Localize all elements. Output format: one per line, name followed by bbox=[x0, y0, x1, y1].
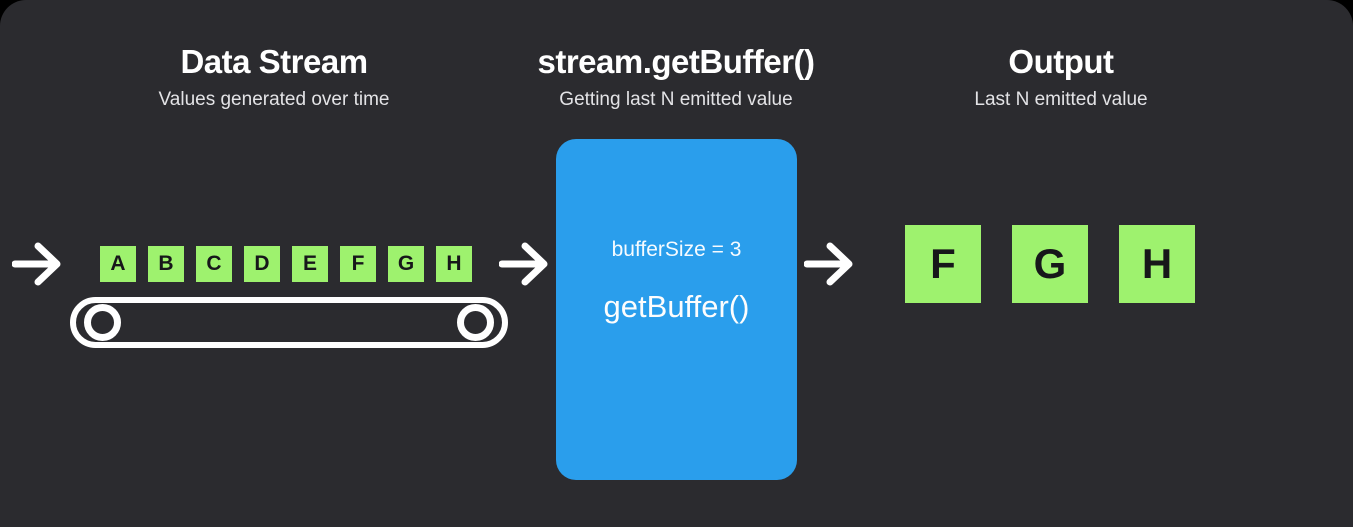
stream-items-row: A B C D E F G H bbox=[100, 246, 472, 282]
stream-item: D bbox=[244, 246, 280, 282]
buffer-title: stream.getBuffer() bbox=[537, 43, 815, 80]
stream-item: G bbox=[388, 246, 424, 282]
output-item: H bbox=[1119, 225, 1195, 303]
conveyor-belt-icon bbox=[70, 297, 508, 348]
output-item: G bbox=[1012, 225, 1088, 303]
stream-item: C bbox=[196, 246, 232, 282]
output-items-row: F G H bbox=[905, 225, 1195, 303]
arrow-right-icon bbox=[803, 238, 858, 295]
stream-section-header: Data Stream Values generated over time bbox=[158, 43, 390, 111]
get-buffer-label: getBuffer() bbox=[603, 289, 750, 324]
buffer-operator-box: bufferSize = 3 getBuffer() bbox=[556, 139, 797, 480]
output-section-header: Output Last N emitted value bbox=[974, 43, 1148, 111]
output-item: F bbox=[905, 225, 981, 303]
output-subtitle: Last N emitted value bbox=[974, 89, 1148, 111]
stream-item: B bbox=[148, 246, 184, 282]
buffer-size-label: bufferSize = 3 bbox=[611, 238, 742, 261]
arrow-right-icon bbox=[498, 238, 553, 295]
stream-item: F bbox=[340, 246, 376, 282]
buffer-section-header: stream.getBuffer() Getting last N emitte… bbox=[537, 43, 815, 111]
buffer-subtitle: Getting last N emitted value bbox=[559, 89, 793, 111]
stream-item: H bbox=[436, 246, 472, 282]
arrow-right-icon bbox=[11, 238, 66, 295]
stream-subtitle: Values generated over time bbox=[158, 89, 390, 111]
stream-title: Data Stream bbox=[180, 43, 368, 80]
stream-item: E bbox=[292, 246, 328, 282]
output-title: Output bbox=[1008, 43, 1114, 80]
conveyor-roller-left-icon bbox=[84, 304, 121, 341]
stream-item: A bbox=[100, 246, 136, 282]
conveyor-roller-right-icon bbox=[457, 304, 494, 341]
